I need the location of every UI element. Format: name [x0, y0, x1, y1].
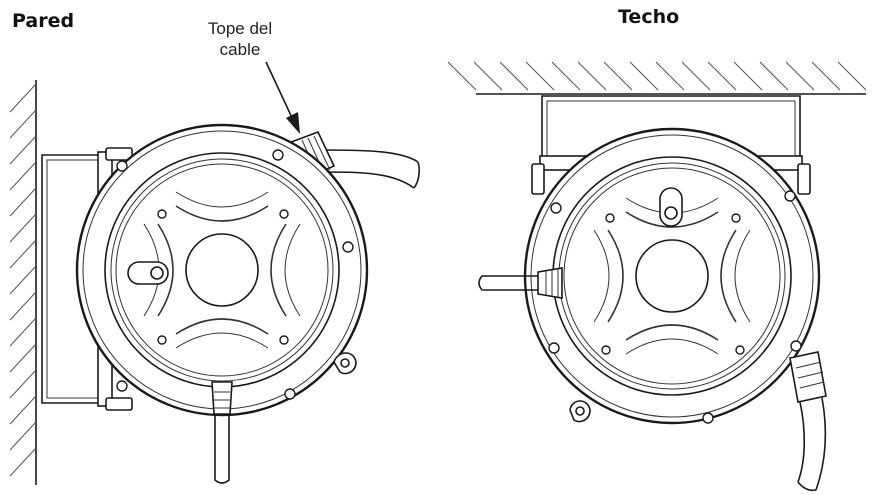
ceiling-label: Techo — [618, 6, 680, 28]
arrow-icon — [265, 61, 300, 134]
wall-surface — [9, 80, 37, 485]
cable-reel-wall — [75, 123, 369, 484]
ceiling-surface — [447, 61, 867, 95]
wall-label: Pared — [12, 10, 75, 32]
cable-reel-ceiling — [478, 127, 827, 492]
cable-stop-label-line1: Tope del — [207, 19, 273, 38]
cable-stop-label-line2: cable — [219, 40, 261, 59]
cable-stop-label: Tope del cable — [190, 18, 290, 60]
